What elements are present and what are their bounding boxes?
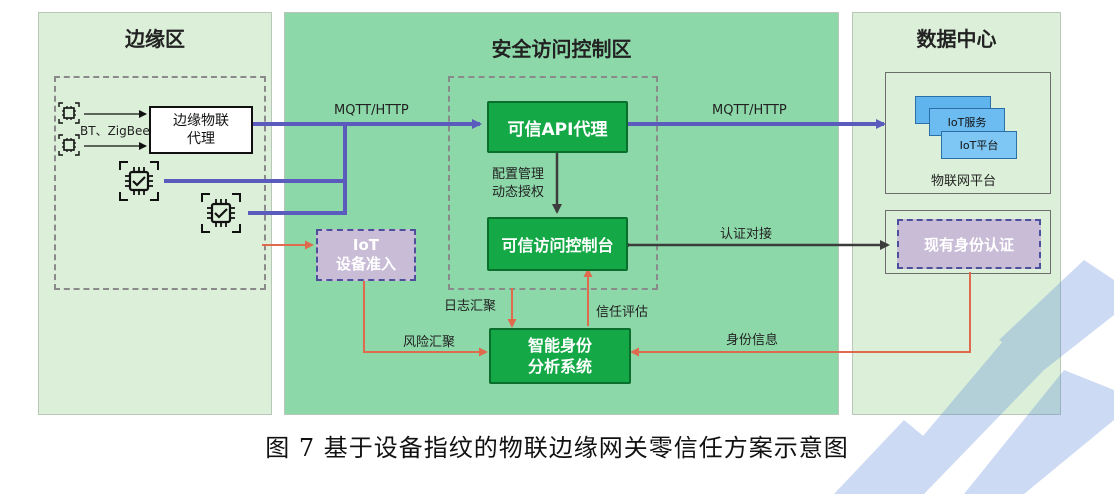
figure-caption: 图 7 基于设备指纹的物联边缘网关零信任方案示意图 [265, 434, 849, 462]
iot-platform-title: 物联网平台 [931, 174, 997, 189]
iot-admission-box: IoT 设备准入 [316, 229, 416, 281]
datacenter-zone-title: 数据中心 [916, 27, 997, 51]
control-plane-group [448, 76, 658, 290]
security-zone-title: 安全访问控制区 [491, 37, 632, 61]
identity-info-label: 身份信息 [726, 333, 779, 348]
api-proxy-label: 可信API代理 [507, 119, 608, 140]
watermark-graphic [834, 260, 1114, 494]
api-proxy-box: 可信API代理 [487, 101, 628, 153]
edge-proxy-label: 边缘物联 代理 [173, 113, 229, 147]
iot-admission-label: IoT 设备准入 [335, 236, 396, 273]
analysis-system-label: 智能身份 分析系统 [527, 336, 592, 376]
iot-platform-label: IoT平台 [959, 139, 999, 152]
risk-aggregation-label: 风险汇聚 [403, 335, 456, 350]
identity-auth-box: 现有身份认证 [897, 219, 1041, 269]
device-line-2 [248, 181, 347, 215]
config-auth-label: 配置管理 动态授权 [492, 167, 545, 200]
log-aggregation-label: 日志汇聚 [444, 299, 497, 314]
trust-eval-label: 信任评估 [596, 305, 649, 320]
edge-proxy-box: 边缘物联 代理 [149, 106, 253, 154]
iot-platform-card: IoT平台 [941, 131, 1017, 159]
analysis-system-box: 智能身份 分析系统 [489, 328, 631, 384]
sensor-chip-icon-1 [58, 102, 80, 124]
edge-zone-title: 边缘区 [125, 27, 185, 51]
risk-line [363, 276, 488, 357]
mqtt-right-label: MQTT/HTTP [712, 103, 787, 118]
mqtt-left-label: MQTT/HTTP [334, 103, 409, 118]
identity-auth-label: 现有身份认证 [923, 235, 1014, 254]
access-console-box: 可信访问控制台 [487, 217, 628, 271]
sensor-chip-icon-2 [58, 134, 80, 156]
device-chip-icon-1 [119, 161, 159, 201]
device-chip-icon-2 [201, 193, 241, 233]
iot-service-label: IoT服务 [947, 116, 987, 129]
datacenter-zone: 数据中心 [852, 12, 1061, 415]
auth-link-label: 认证对接 [720, 227, 773, 242]
access-console-label: 可信访问控制台 [501, 236, 614, 255]
protocol-label: BT、ZigBee [80, 124, 150, 138]
identity-info-line [630, 272, 971, 357]
iot-platform-frame [885, 72, 1051, 194]
